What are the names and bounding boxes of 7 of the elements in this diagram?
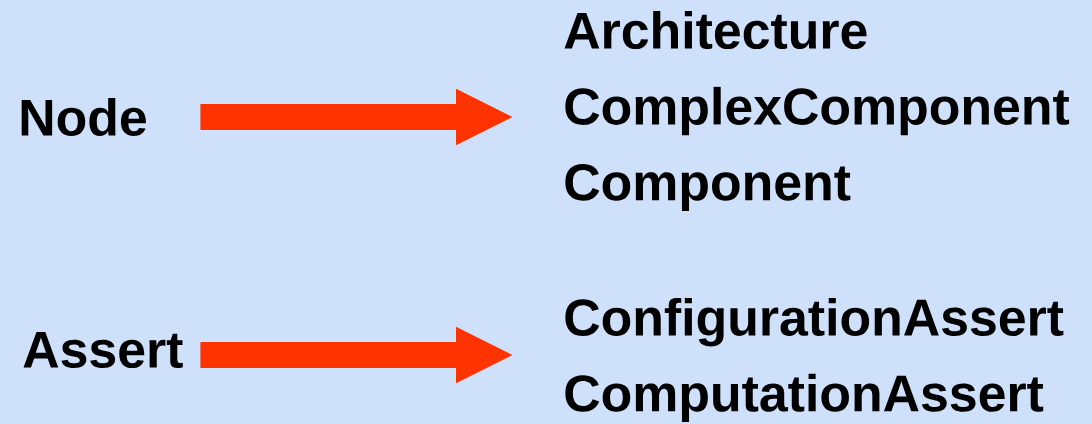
- class-name: ComputationAssert: [565, 373, 1044, 423]
- class-name: Assert: [23, 331, 183, 369]
- class-name: Component: [565, 164, 851, 211]
- class-name: Architecture: [564, 11, 867, 50]
- class-name: Node: [21, 98, 146, 136]
- class-name: ComplexComponent: [565, 86, 1070, 136]
- class-name: ConfigurationAssert: [565, 297, 1064, 347]
